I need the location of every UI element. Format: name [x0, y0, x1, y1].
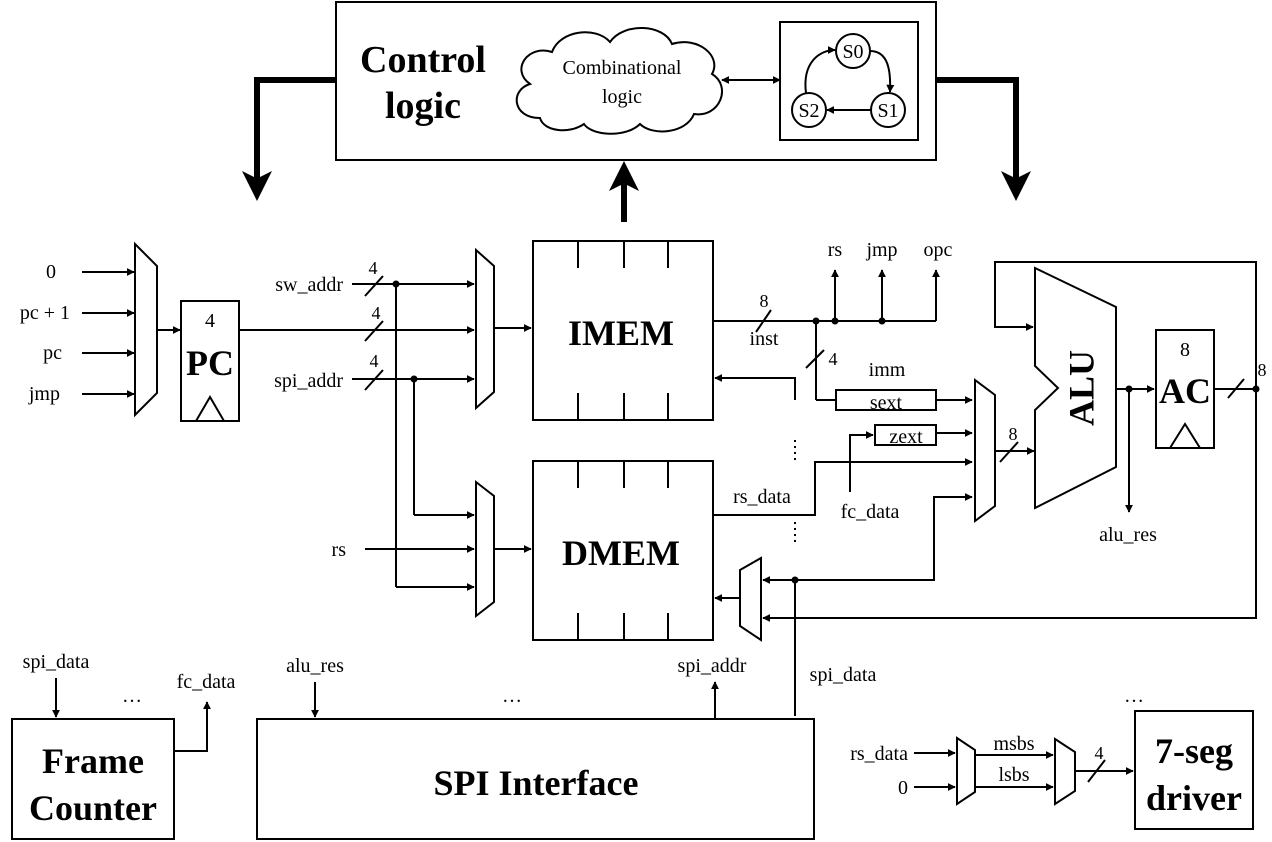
zext-box — [874, 424, 937, 446]
imm-width: 4 — [829, 349, 838, 369]
imem-block: IMEM — [532, 240, 714, 421]
fc-data-label: fc_data — [841, 501, 900, 523]
spi-addr-width: 4 — [370, 351, 379, 371]
control-logic-block: Control logic Combinational logic S0 S1 … — [335, 1, 937, 161]
ac-register — [1155, 329, 1215, 449]
inst-label: inst — [750, 328, 779, 350]
control-to-pc-arrow — [242, 77, 336, 201]
frame-counter-line2: Counter — [29, 788, 157, 828]
state-s2 — [791, 92, 827, 128]
pc-section: 0 pc + 1 pc jmp 4 PC — [20, 241, 240, 422]
sext-label: sext — [870, 392, 903, 414]
control-to-alu-arrow — [936, 77, 1031, 201]
inst-width: 8 — [760, 291, 769, 311]
imm-label: imm — [869, 359, 906, 381]
spi-data-label: spi_data — [810, 664, 877, 686]
dmem-write-mux-section: spi_data — [714, 493, 973, 716]
sw-addr-width: 4 — [369, 258, 378, 278]
fsm-s0-s1 — [869, 50, 895, 93]
alu-input-mux — [974, 378, 996, 523]
pc-width: 4 — [205, 310, 215, 332]
msbs-label: msbs — [993, 733, 1034, 755]
combinational-cloud — [515, 27, 723, 135]
state-s1-label: S1 — [877, 100, 898, 122]
alu-in-width: 8 — [1009, 424, 1018, 444]
alu-input-mux-section: 8 — [974, 378, 1035, 523]
lsbs-label: lsbs — [998, 764, 1029, 786]
pc-label: PC — [186, 343, 234, 383]
ac-clock-triangle — [1168, 422, 1202, 449]
spi-block: SPI Interface alu_res … spi_addr — [256, 655, 815, 840]
fc-ellipsis: … — [122, 685, 142, 707]
alu-label: ALU — [1061, 350, 1101, 426]
seg-ellipsis: … — [1124, 685, 1144, 707]
cloud-label-line2: logic — [602, 86, 642, 108]
imem-addr-mux — [475, 247, 495, 411]
zext-label: zext — [889, 426, 923, 448]
pc-clock-triangle — [194, 395, 226, 422]
spi-label: SPI Interface — [434, 763, 639, 803]
spi-box — [256, 718, 815, 840]
pc-mux — [134, 241, 158, 418]
pc-mux-in-0: 0 — [46, 261, 56, 283]
spi-addr-label: spi_addr — [274, 370, 343, 392]
cloud-label-line1: Combinational — [563, 57, 682, 79]
dmem-label: DMEM — [562, 533, 680, 573]
fc-out-label: fc_data — [177, 671, 236, 693]
pc-addr-width: 4 — [372, 303, 381, 323]
field-jmp: jmp — [865, 239, 897, 261]
seg-mux-1 — [956, 736, 976, 806]
spi-ellipsis: … — [502, 685, 522, 707]
alu-block: ALU alu_res — [1034, 266, 1157, 546]
seg-driver-line1: 7-seg — [1155, 731, 1233, 771]
dmem-box — [532, 460, 714, 641]
frame-counter-line1: Frame — [42, 741, 144, 781]
field-opc: opc — [924, 239, 953, 261]
ac-out-width: 8 — [1258, 360, 1267, 380]
spi-addr-out-label: spi_addr — [678, 655, 747, 677]
dmem-rs-label: rs — [332, 539, 347, 561]
ac-label: AC — [1159, 371, 1211, 411]
frame-counter-block: Frame Counter spi_data … fc_data — [11, 651, 236, 840]
frame-counter-box — [11, 718, 175, 840]
control-title-line1: Control — [360, 39, 486, 81]
dmem-write-mux — [739, 556, 762, 642]
pc-mux-in-pc-plus-1: pc + 1 — [20, 302, 70, 324]
seg-driver-box — [1134, 710, 1254, 830]
inst-bus: 8 inst rs jmp opc 4 imm — [713, 239, 953, 401]
seg-driver-line2: driver — [1146, 778, 1242, 818]
ac-width: 8 — [1180, 339, 1190, 361]
dmem-addr-mux — [475, 479, 495, 619]
fsm-s2-s0 — [804, 46, 836, 94]
imem-label: IMEM — [568, 313, 674, 353]
dmem-block: DMEM rs_data — [532, 374, 973, 641]
fc-spi-data-label: spi_data — [23, 651, 90, 673]
rs-data-label: rs_data — [733, 486, 791, 508]
dmem-addr-section: rs — [332, 479, 532, 619]
control-title-line2: logic — [385, 85, 461, 127]
seg-zero-label: 0 — [898, 777, 908, 799]
pc-register — [180, 300, 240, 422]
alu-shape — [1034, 266, 1117, 510]
extend-units: sext zext fc_data — [835, 389, 973, 523]
ac-block: 8 AC 8 — [762, 261, 1267, 622]
spi-alu-res-label: alu_res — [286, 655, 344, 677]
seg-mux-2 — [1054, 737, 1076, 806]
field-rs: rs — [828, 239, 843, 261]
seg-width: 4 — [1095, 743, 1104, 763]
state-s0-label: S0 — [842, 41, 863, 63]
seg-rs-data-label: rs_data — [850, 743, 908, 765]
seg-section: rs_data 0 msbs lsbs 4 … 7-seg driver — [850, 685, 1254, 830]
imem-box — [532, 240, 714, 421]
imem-addr-section: sw_addr spi_addr 4 4 4 — [239, 247, 532, 591]
sw-addr-label: sw_addr — [275, 274, 343, 296]
alu-res-label: alu_res — [1099, 524, 1157, 546]
pc-mux-in-jmp: jmp — [28, 383, 60, 405]
state-s2-label: S2 — [798, 100, 819, 122]
pc-mux-in-pc: pc — [43, 342, 62, 364]
